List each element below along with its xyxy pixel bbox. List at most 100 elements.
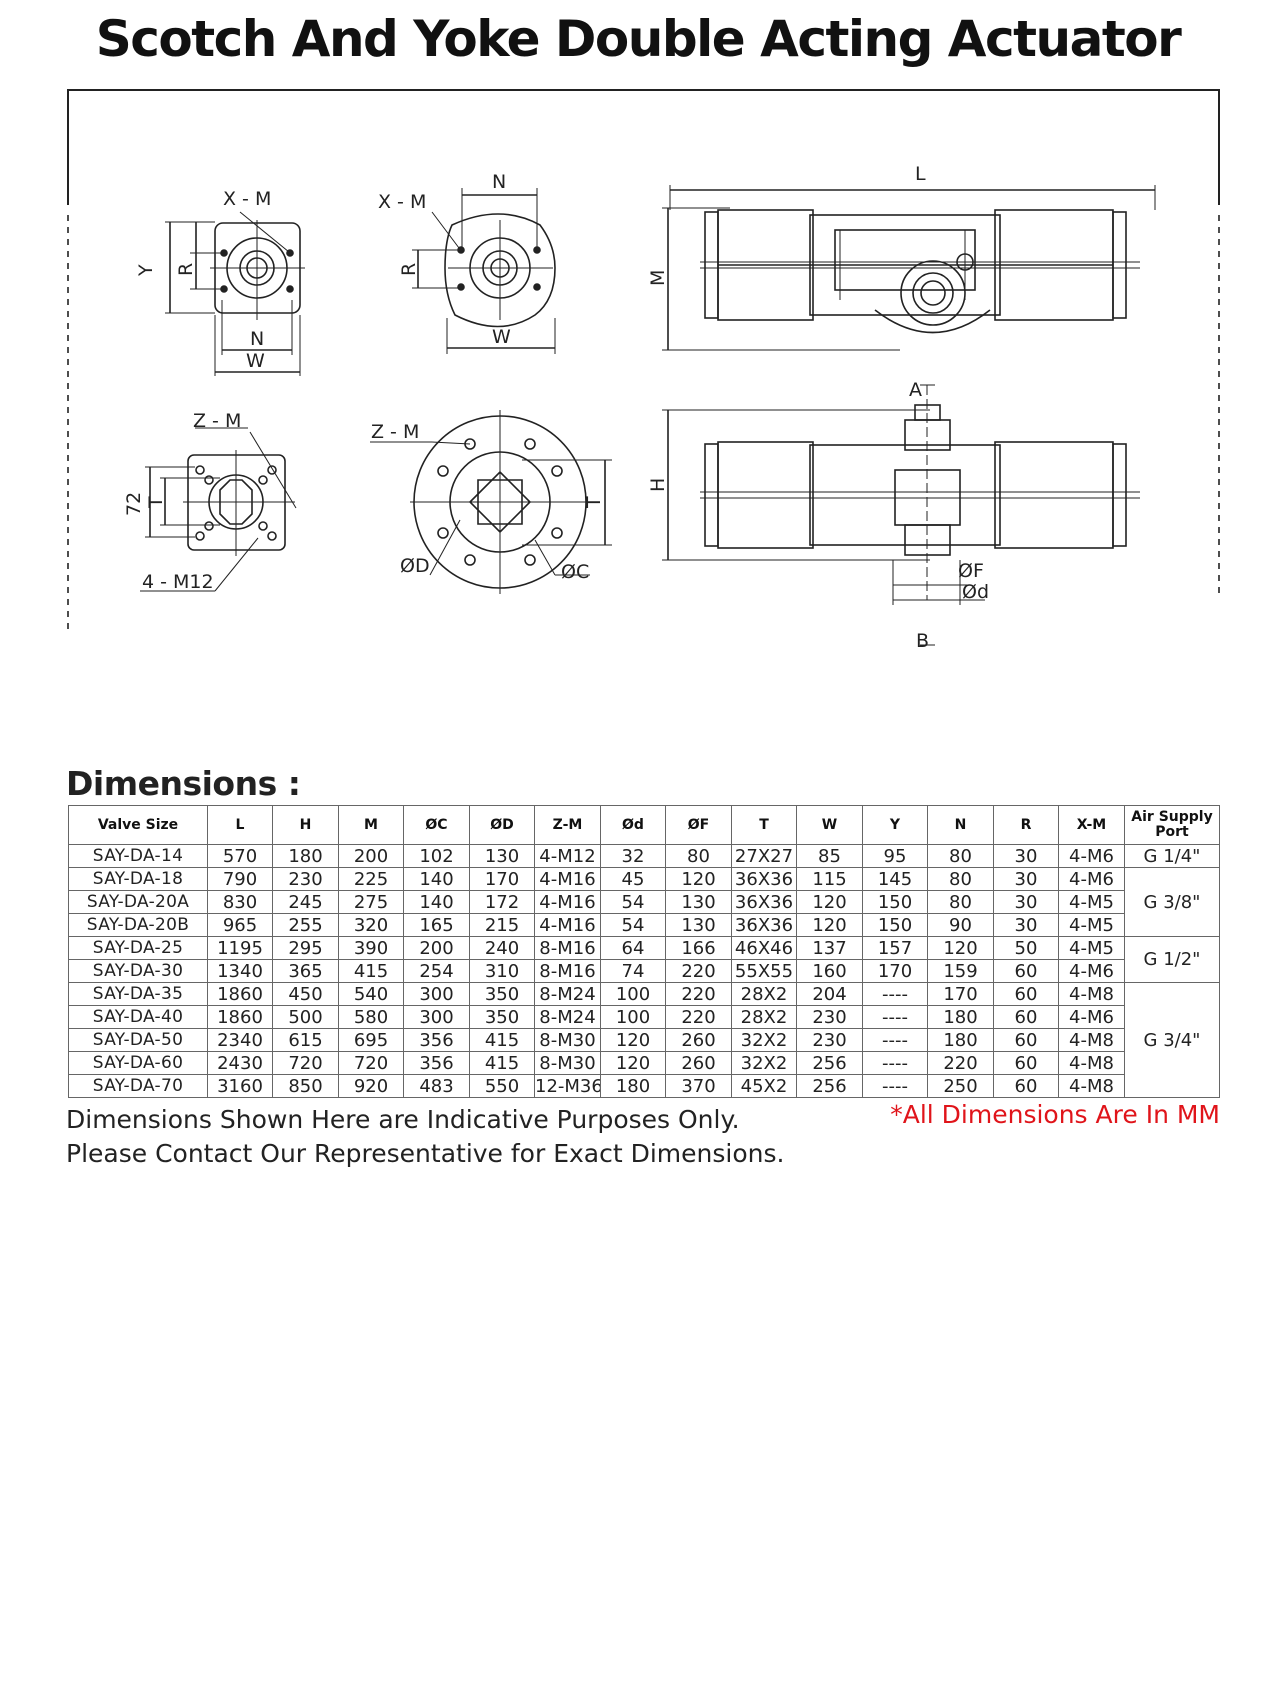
table-cell: 27X27 <box>731 844 797 868</box>
actuator-front-view <box>662 384 1140 646</box>
table-cell: 120 <box>796 913 863 937</box>
column-header: Ød <box>600 805 666 845</box>
table-cell: 4-M8 <box>1058 982 1125 1006</box>
table-cell: 102 <box>403 844 470 868</box>
table-cell: 500 <box>272 1005 339 1029</box>
table-cell: 170 <box>927 982 994 1006</box>
table-cell: 255 <box>272 913 339 937</box>
table-cell: 100 <box>600 1005 666 1029</box>
label-od: ØD <box>400 555 430 577</box>
table-cell: 4-M5 <box>1058 890 1125 914</box>
table-cell: 130 <box>469 844 535 868</box>
table-cell: 80 <box>927 844 994 868</box>
label-l: L <box>915 163 926 185</box>
table-cell: 180 <box>927 1005 994 1029</box>
label-xm-1: X - M <box>223 188 271 210</box>
square-flange-view <box>165 211 305 376</box>
units-note: *All Dimensions Are In MM <box>890 1100 1220 1129</box>
table-cell: 95 <box>862 844 928 868</box>
table-cell: 310 <box>469 959 535 983</box>
table-cell: 80 <box>927 890 994 914</box>
table-cell: 720 <box>272 1051 339 1075</box>
table-cell: 350 <box>469 982 535 1006</box>
table-cell: 150 <box>862 890 928 914</box>
column-header: ØD <box>469 805 535 845</box>
table-cell: 256 <box>796 1074 863 1098</box>
table-cell: 220 <box>665 1005 732 1029</box>
table-cell: 157 <box>862 936 928 960</box>
table-cell: 320 <box>338 913 404 937</box>
table-cell: 215 <box>469 913 535 937</box>
table-cell: 60 <box>993 1005 1059 1029</box>
table-cell: ---- <box>862 1005 928 1029</box>
column-header: Valve Size <box>68 805 208 845</box>
table-cell: 2430 <box>207 1051 273 1075</box>
valve-size-cell: SAY-DA-35 <box>68 982 208 1006</box>
table-cell: 28X2 <box>731 982 797 1006</box>
label-n-2: N <box>492 171 506 193</box>
table-cell: 30 <box>993 913 1059 937</box>
table-cell: 130 <box>665 913 732 937</box>
valve-size-cell: SAY-DA-25 <box>68 936 208 960</box>
table-cell: 300 <box>403 982 470 1006</box>
table-cell: 172 <box>469 890 535 914</box>
table-cell: 8-M24 <box>534 982 601 1006</box>
table-cell: ---- <box>862 1028 928 1052</box>
table-cell: 4-M16 <box>534 913 601 937</box>
table-cell: 570 <box>207 844 273 868</box>
column-header: ØF <box>665 805 732 845</box>
table-cell: 8-M16 <box>534 959 601 983</box>
table-cell: 230 <box>272 867 339 891</box>
table-cell: 8-M16 <box>534 936 601 960</box>
label-72: 72 <box>123 492 145 516</box>
valve-size-cell: SAY-DA-40 <box>68 1005 208 1029</box>
table-cell: 120 <box>600 1028 666 1052</box>
label-t-1: T <box>145 496 167 509</box>
table-cell: 390 <box>338 936 404 960</box>
table-cell: 4-M6 <box>1058 1005 1125 1029</box>
column-header: T <box>731 805 797 845</box>
table-cell: 4-M12 <box>534 844 601 868</box>
table-cell: 4-M6 <box>1058 959 1125 983</box>
air-supply-port-cell: G 3/4" <box>1124 982 1220 1098</box>
table-cell: 8-M30 <box>534 1051 601 1075</box>
table-cell: 4-M16 <box>534 867 601 891</box>
table-cell: 965 <box>207 913 273 937</box>
table-cell: 483 <box>403 1074 470 1098</box>
disclaimer-note: Dimensions Shown Here are Indicative Pur… <box>66 1103 784 1171</box>
valve-size-cell: SAY-DA-20B <box>68 913 208 937</box>
table-cell: 45X2 <box>731 1074 797 1098</box>
table-cell: 790 <box>207 867 273 891</box>
table-cell: 225 <box>338 867 404 891</box>
label-r-1: R <box>175 263 197 276</box>
column-header: Air Supply Port <box>1124 805 1220 845</box>
table-cell: 165 <box>403 913 470 937</box>
table-cell: 30 <box>993 867 1059 891</box>
table-cell: 64 <box>600 936 666 960</box>
table-cell: 615 <box>272 1028 339 1052</box>
table-cell: 540 <box>338 982 404 1006</box>
table-cell: ---- <box>862 1074 928 1098</box>
round-bottom-view <box>370 410 612 594</box>
table-cell: 356 <box>403 1051 470 1075</box>
table-cell: 180 <box>927 1028 994 1052</box>
table-cell: 4-M5 <box>1058 913 1125 937</box>
table-cell: 55X55 <box>731 959 797 983</box>
label-zm-1: Z - M <box>193 410 241 432</box>
round-flange-view <box>412 188 556 354</box>
table-cell: 150 <box>862 913 928 937</box>
valve-size-cell: SAY-DA-60 <box>68 1051 208 1075</box>
table-cell: 28X2 <box>731 1005 797 1029</box>
table-cell: 230 <box>796 1028 863 1052</box>
table-cell: 12-M36 <box>534 1074 601 1098</box>
table-cell: 8-M24 <box>534 1005 601 1029</box>
label-h: H <box>647 478 669 492</box>
table-cell: 120 <box>796 890 863 914</box>
table-cell: 74 <box>600 959 666 983</box>
